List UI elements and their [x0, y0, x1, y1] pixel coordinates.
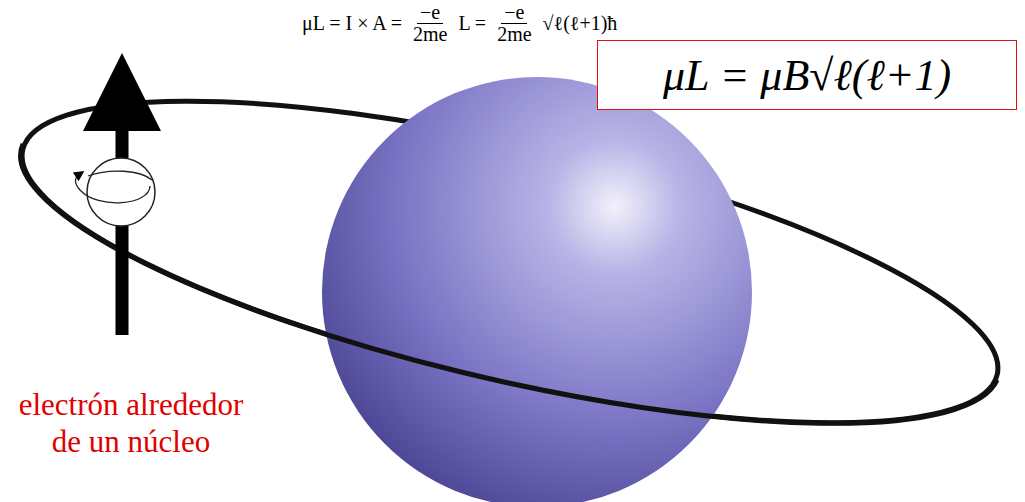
nucleus-sphere — [322, 77, 752, 502]
spin-arrow — [76, 174, 151, 203]
formula-text: L = — [458, 12, 486, 35]
fraction-denominator: 2me — [410, 24, 450, 45]
fraction: −e2me — [410, 2, 450, 45]
caption-label: electrón alrededor de un núcleo — [6, 386, 256, 460]
fraction: −e2me — [494, 2, 534, 45]
electron-circle — [87, 158, 155, 226]
formula-box: μL = μB√ℓ(ℓ+1) — [597, 40, 1017, 110]
orbit-front — [21, 144, 997, 423]
formula-text: μL = μB√ℓ(ℓ+1) — [663, 50, 951, 101]
fraction-denominator: 2me — [494, 24, 534, 45]
formula-text: μL = I × A = — [302, 12, 402, 35]
formula-text: √ℓ(ℓ+1)ħ — [543, 12, 618, 35]
fraction-numerator: −e — [417, 2, 443, 24]
spin-arc — [88, 171, 152, 180]
fraction-numerator: −e — [501, 2, 527, 24]
formula-row: μL = I × A =−e2meL =−e2me√ℓ(ℓ+1)ħ — [299, 2, 620, 45]
